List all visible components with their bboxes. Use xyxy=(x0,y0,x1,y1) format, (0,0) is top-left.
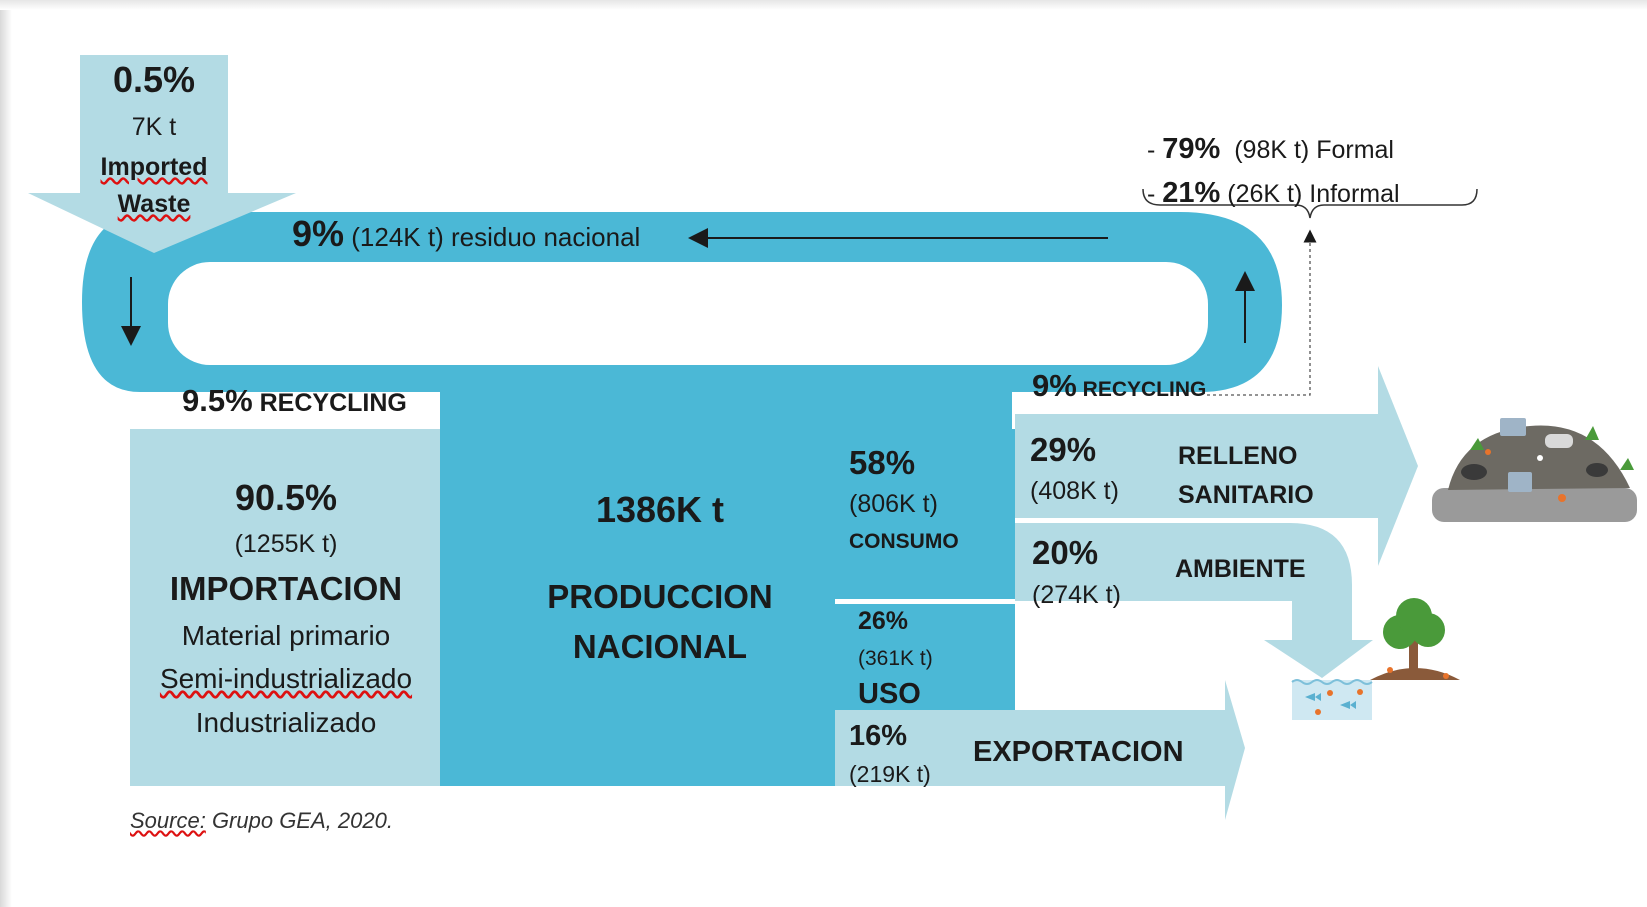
consumo-uso-divider xyxy=(835,599,1017,604)
production-tonnes: 1386K t xyxy=(595,489,725,530)
brace-formal: - 79% (98K t) Formal xyxy=(1147,135,1394,164)
brace-formal-text: (98K t) Formal xyxy=(1234,136,1394,164)
import-item-2-wrap: Semi-industrializado xyxy=(130,665,442,693)
imported-label1: Imported xyxy=(100,153,208,181)
brace-informal: - 21% (26K t) Informal xyxy=(1147,179,1400,208)
source-prefix: Source: xyxy=(130,808,206,833)
relleno-label2: SANITARIO xyxy=(1178,481,1314,509)
uso-tonnes: (361K t) xyxy=(858,647,933,670)
ambiente-arrow xyxy=(1015,523,1373,678)
imported-waste-arrow xyxy=(28,55,296,253)
brace-bracket xyxy=(1142,188,1478,219)
imported-label1-wrap: Imported xyxy=(80,155,228,180)
import-item-2: Semi-industrializado xyxy=(159,663,413,694)
brace-connector xyxy=(1207,229,1317,396)
recycling-right-text: RECYCLING xyxy=(1082,378,1207,401)
imported-label2-wrap: Waste xyxy=(80,192,228,217)
recycling-left-text: RECYCLING xyxy=(259,389,407,417)
relleno-label1: RELLENO xyxy=(1178,442,1298,470)
ambiente-tonnes: (274K t) xyxy=(1032,581,1121,609)
loop-hole xyxy=(168,262,1208,365)
uso-label: USO xyxy=(858,678,921,710)
import-tonnes: (1255K t) xyxy=(234,530,338,558)
export-label: EXPORTACION xyxy=(973,736,1184,768)
import-label: IMPORTACION xyxy=(169,570,403,607)
export-tonnes: (219K t) xyxy=(849,761,931,787)
brace-informal-pct: 21% xyxy=(1162,177,1221,209)
production-label1: PRODUCCION xyxy=(547,578,773,615)
exportacion-arrow xyxy=(835,680,1245,820)
consumo-pct: 58% xyxy=(849,444,916,481)
consumo-label: CONSUMO xyxy=(849,530,959,553)
recycling-right-label: 9% RECYCLING xyxy=(1032,370,1206,401)
consumo-tonnes: (806K t) xyxy=(849,490,938,518)
source-text: Grupo GEA, 2020. xyxy=(205,808,393,833)
import-item-3: Industrializado xyxy=(195,707,377,738)
relleno-tonnes: (408K t) xyxy=(1030,477,1119,505)
relleno-arrow xyxy=(1015,366,1418,566)
relleno-pct: 29% xyxy=(1030,431,1097,468)
imported-pct: 0.5% xyxy=(112,59,196,100)
recycling-left-label: 9.5% RECYCLING xyxy=(182,385,407,416)
landfill-icon xyxy=(1432,418,1637,522)
imported-tonnes: 7K t xyxy=(131,113,177,141)
loop-pct: 9% xyxy=(292,213,345,254)
ambiente-pct: 20% xyxy=(1032,534,1099,571)
source-note: Source: Grupo GEA, 2020. xyxy=(130,810,393,832)
produccion-block xyxy=(440,429,1015,786)
uso-pct: 26% xyxy=(858,607,909,635)
recycling-left-pct: 9.5% xyxy=(182,383,253,418)
production-label2: NACIONAL xyxy=(572,628,748,665)
ocean-fish-icon xyxy=(1291,679,1373,720)
brace-formal-dash: - xyxy=(1147,136,1156,164)
importacion-block xyxy=(130,429,442,786)
brace-informal-text: (26K t) Informal xyxy=(1227,180,1400,208)
recycling-right-pct: 9% xyxy=(1032,368,1077,403)
imported-label2: Waste xyxy=(117,190,191,218)
export-pct: 16% xyxy=(849,720,908,752)
loop-label: 9% (124K t) residuo nacional xyxy=(292,216,640,252)
import-item-1: Material primario xyxy=(181,620,391,651)
brace-formal-pct: 79% xyxy=(1162,133,1221,165)
brace-informal-dash: - xyxy=(1147,180,1156,208)
tree-icon xyxy=(1370,598,1460,680)
ambiente-label: AMBIENTE xyxy=(1175,555,1306,583)
loop-text: (124K t) residuo nacional xyxy=(351,222,641,252)
import-pct: 90.5% xyxy=(234,477,338,518)
